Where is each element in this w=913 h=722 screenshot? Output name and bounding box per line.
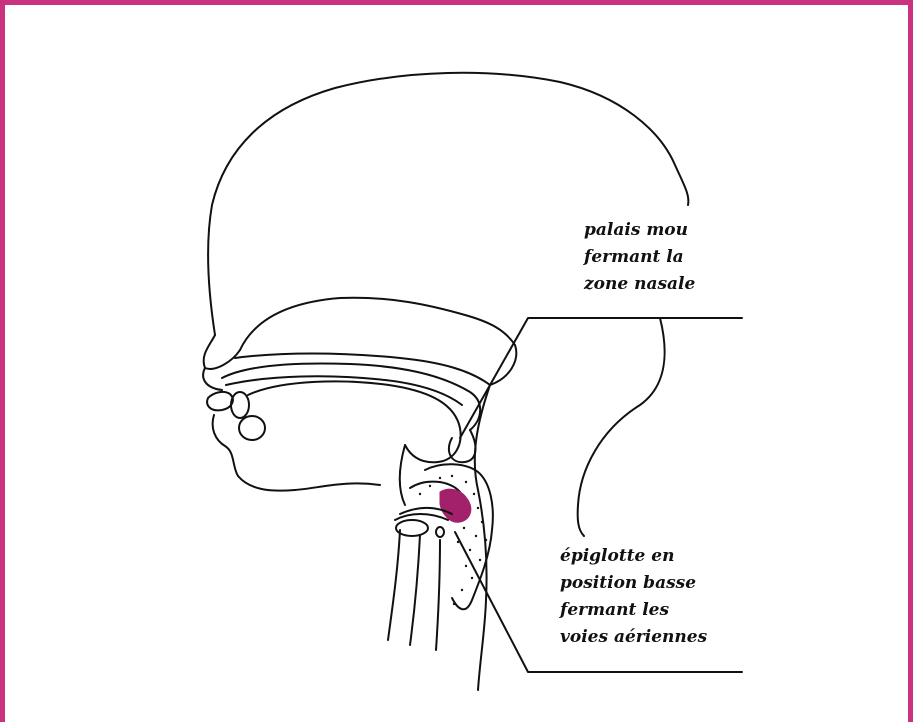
- nasal-cavity-roof: [240, 298, 516, 385]
- epiglottis-region: [425, 464, 493, 609]
- tongue-outline: [248, 381, 461, 462]
- trachea-inner: [410, 535, 420, 645]
- airway-opening: [396, 520, 428, 536]
- lower-lip: [239, 416, 265, 440]
- small-cartilage: [436, 527, 444, 537]
- vocal-fold-lines: [395, 508, 452, 520]
- tongue-base: [400, 445, 405, 505]
- front-teeth: [207, 392, 233, 410]
- pharynx-back-wall: [475, 385, 490, 690]
- nose-outline: [204, 335, 240, 369]
- chin-outline: [213, 415, 380, 491]
- lower-tooth: [231, 392, 249, 418]
- back-of-head: [578, 318, 665, 536]
- soft-palate-label: palais mou fermant la zone nasale: [584, 217, 754, 298]
- esophagus-front: [436, 540, 440, 650]
- trachea-front: [388, 530, 400, 640]
- nasal-floor: [235, 354, 490, 386]
- epiglottis-label: épiglotte en position basse fermant les …: [560, 543, 760, 651]
- bolus-highlight: [440, 489, 471, 522]
- upper-lip: [203, 368, 222, 390]
